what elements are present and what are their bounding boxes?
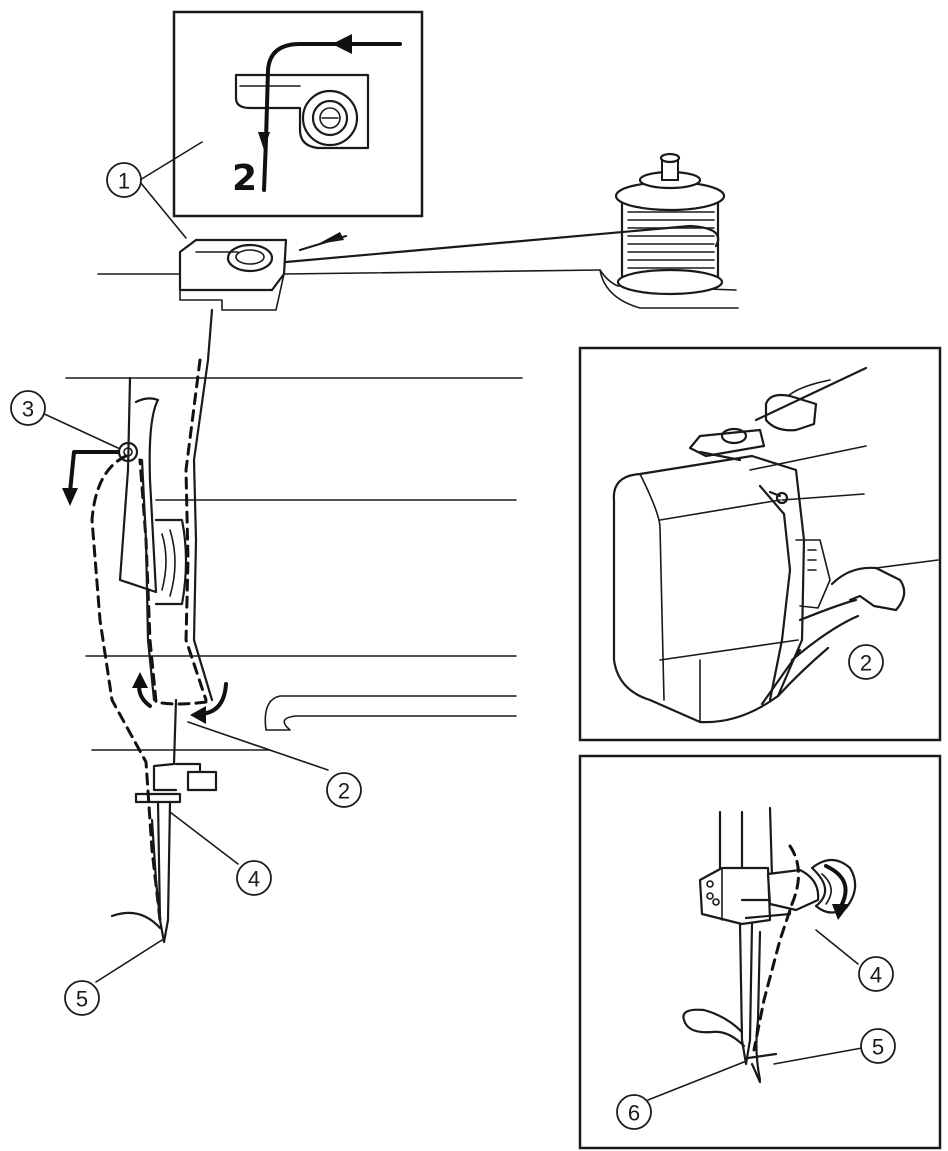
arrow-icon	[132, 672, 148, 688]
svg-text:4: 4	[248, 867, 260, 892]
callout-2: 2	[326, 772, 362, 808]
arrow-icon	[832, 904, 850, 920]
inset-step-label: 2	[232, 158, 257, 199]
callout-inset-side-2: 2	[848, 644, 884, 680]
callout-1: 1	[106, 162, 142, 198]
callout-3: 3	[10, 390, 46, 426]
svg-text:4: 4	[870, 963, 882, 988]
upper-thread	[284, 224, 720, 264]
svg-text:6: 6	[628, 1101, 640, 1126]
arrow-icon	[332, 34, 352, 54]
machine-front	[65, 376, 523, 944]
callout-inset-needle-4: 4	[858, 956, 894, 992]
inset-side-view	[578, 346, 942, 742]
callout-4: 4	[236, 860, 272, 896]
callout-inset-needle-5: 5	[860, 1028, 896, 1064]
svg-text:5: 5	[76, 987, 88, 1012]
svg-text:3: 3	[22, 397, 34, 422]
arrow-icon	[62, 488, 78, 506]
thread-spool-icon	[614, 152, 726, 296]
inset-needle	[578, 754, 942, 1150]
arrow-icon	[190, 706, 206, 724]
callout-inset-needle-6: 6	[616, 1094, 652, 1130]
svg-text:5: 5	[872, 1035, 884, 1060]
inset-thread-path	[264, 42, 402, 142]
machine-top	[97, 232, 739, 311]
arrow-icon	[318, 232, 344, 244]
svg-text:1: 1	[118, 169, 130, 194]
callout-5: 5	[64, 980, 100, 1016]
thread-route-down	[192, 308, 214, 702]
svg-text:2: 2	[338, 779, 350, 804]
inset-thread-guide: 2	[172, 10, 424, 218]
tension-disc-icon	[301, 89, 359, 147]
svg-text:2: 2	[860, 651, 872, 676]
arrow-icon	[258, 132, 270, 150]
